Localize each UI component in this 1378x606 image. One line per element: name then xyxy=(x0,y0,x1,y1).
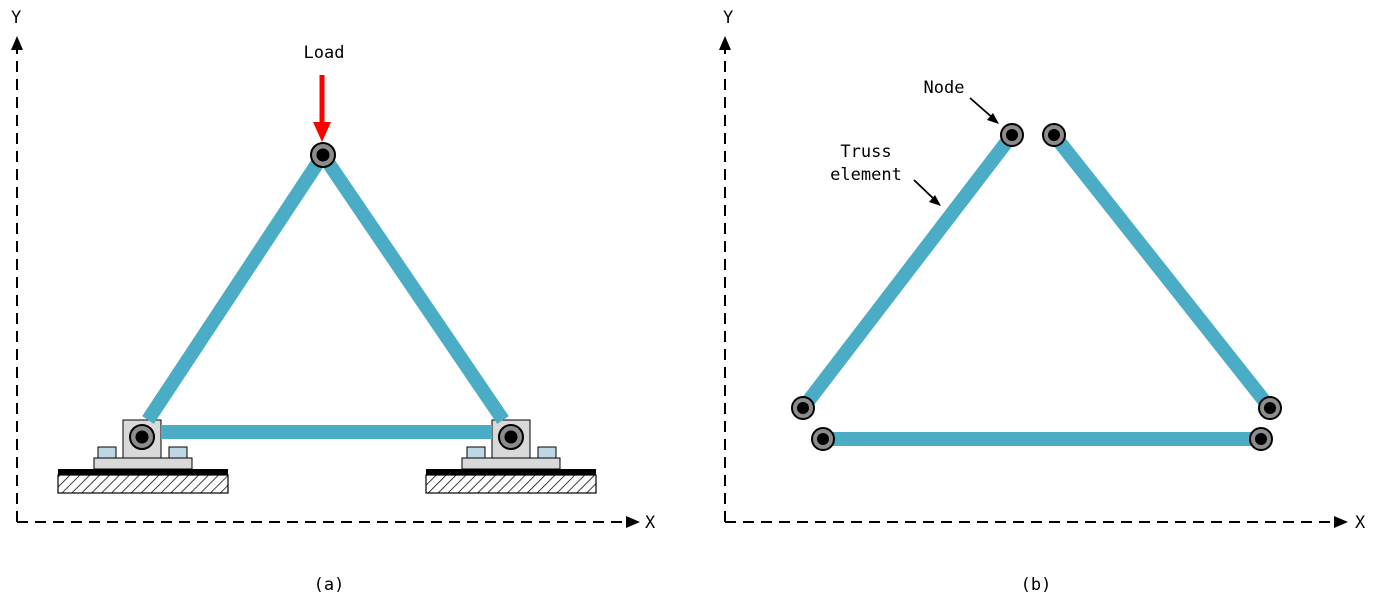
right-support-bolt-1 xyxy=(466,446,486,459)
y-axis-arrow-a xyxy=(11,36,23,50)
node-b-bottom-right xyxy=(1249,427,1273,451)
panel-a: Y X xyxy=(11,8,656,595)
x-axis-label-a: X xyxy=(645,513,656,533)
truss-b xyxy=(797,130,1276,446)
axes-a: Y X xyxy=(11,8,656,533)
load-arrow xyxy=(313,75,331,142)
caption-b: (b) xyxy=(1021,575,1052,595)
load-label: Load xyxy=(304,43,345,63)
right-ground-bar xyxy=(426,469,596,475)
left-support-base xyxy=(93,457,193,470)
right-ground-hatch xyxy=(425,474,597,494)
node-label: Node xyxy=(924,78,965,98)
truss-element-label-line2: element xyxy=(830,165,902,185)
node-leader-arrow xyxy=(969,97,999,124)
node-b-right-top xyxy=(1042,123,1066,147)
left-ground-hatch xyxy=(57,474,229,494)
y-axis-arrow-b xyxy=(719,36,731,50)
node-b-left-bottom xyxy=(791,396,815,420)
x-axis-arrow-b xyxy=(1334,516,1348,528)
node-b-left-top xyxy=(1000,123,1024,147)
node-b-right-bottom xyxy=(1258,396,1282,420)
member-a-left xyxy=(142,151,329,424)
node-a-left xyxy=(129,424,155,450)
node-a-top xyxy=(310,142,336,168)
element-b-left xyxy=(797,130,1018,413)
member-a-right xyxy=(317,151,509,424)
right-support-bolt-2 xyxy=(537,446,557,459)
y-axis-label-a: Y xyxy=(11,8,21,28)
right-support-base xyxy=(461,457,561,470)
left-support-bolt-2 xyxy=(168,446,188,459)
x-axis-arrow-a xyxy=(626,516,640,528)
load-arrow-head xyxy=(313,122,331,142)
element-b-right xyxy=(1048,130,1276,413)
left-ground-bar xyxy=(58,469,228,475)
caption-a: (a) xyxy=(314,575,345,595)
panel-b: Y X xyxy=(719,8,1366,595)
y-axis-label-b: Y xyxy=(723,8,733,28)
truss-a xyxy=(142,151,509,439)
axes-b: Y X xyxy=(719,8,1366,533)
truss-element-label-line1: Truss xyxy=(840,142,891,162)
x-axis-label-b: X xyxy=(1355,513,1366,533)
node-b-bottom-left xyxy=(811,427,835,451)
element-leader-arrow xyxy=(913,179,941,206)
left-support-bolt-1 xyxy=(97,446,117,459)
node-a-right xyxy=(498,424,524,450)
